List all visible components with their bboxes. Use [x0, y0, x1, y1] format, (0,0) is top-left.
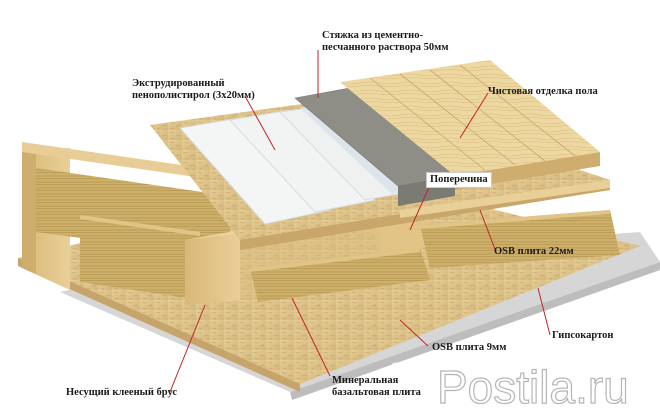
label-osb22: OSB плита 22мм	[494, 246, 574, 257]
crossbar	[400, 180, 610, 218]
label-screed: Стяжка из цементно- песчанного раствора …	[322, 30, 449, 53]
mineral-wool-center	[250, 248, 430, 302]
label-crossbar: Поперечина	[426, 172, 492, 188]
leader-crossbar	[409, 184, 431, 231]
watermark-text: Postila.ru	[436, 360, 629, 413]
label-beam: Несущий клееный брус	[66, 387, 178, 398]
mineral-wool-right	[420, 210, 620, 268]
leader-osb9	[399, 319, 429, 347]
leader-beam	[169, 304, 206, 393]
label-mineral: Минеральная базальтовая плита	[332, 375, 421, 398]
leader-mineral	[291, 297, 331, 377]
watermark-logo	[390, 362, 430, 402]
label-finish: Чистовая отделка пола	[488, 86, 598, 97]
leader-osb22	[479, 209, 497, 253]
label-osb9: OSB плита 9мм	[432, 342, 507, 353]
watermark: Postila.ru	[390, 352, 660, 420]
leader-lines	[169, 50, 551, 393]
label-drywall: Гипсокартон	[552, 330, 614, 341]
leader-eps	[244, 95, 276, 151]
leader-finish	[459, 92, 489, 139]
leader-drywall	[537, 287, 551, 336]
label-eps: Экструдированный пенополистирол (3x20мм)	[132, 78, 255, 101]
